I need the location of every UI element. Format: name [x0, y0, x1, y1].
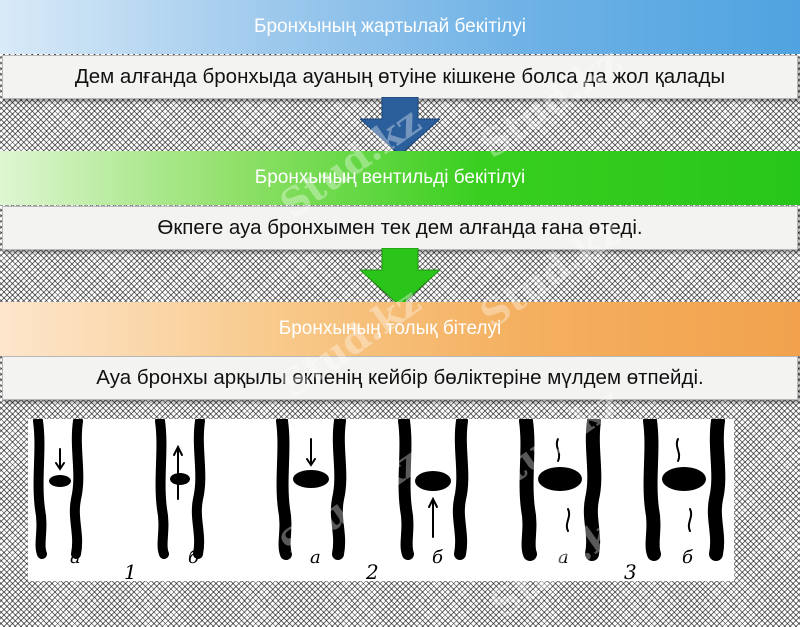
- panel-3a: [519, 419, 602, 561]
- panel-2a: [276, 419, 347, 560]
- section-2-description: Өкпеге ауа бронхымен тек дем алғанда ған…: [157, 216, 643, 239]
- panel-1a: [33, 419, 84, 559]
- panel-label: б: [432, 547, 444, 568]
- section-1-title: Бронхының жартылай бекітілуі: [253, 16, 526, 37]
- section-3-description-box: Ауа бронхы арқылы өкпенің кейбір бөлікте…: [2, 356, 798, 400]
- panel-3b: [643, 419, 726, 561]
- bronchus-obstruction-illustration: а б а б а б 1 2 3: [28, 419, 734, 581]
- panel-label: а: [310, 547, 321, 568]
- section-2-description-box: Өкпеге ауа бронхымен тек дем алғанда ған…: [2, 206, 798, 250]
- section-3-header: Бронхының толық бітелуі: [0, 302, 800, 356]
- section-2-title: Бронхының вентильді бекітілуі: [254, 167, 526, 188]
- panel-1b: [155, 419, 206, 559]
- panel-label: а: [558, 547, 569, 568]
- group-label: 3: [624, 560, 637, 581]
- panel-label: б: [188, 547, 200, 568]
- panel-2b: [398, 419, 469, 560]
- group-label: 1: [124, 560, 137, 581]
- section-1-description: Дем алғанда бронхыда ауаның өтуіне кішке…: [74, 65, 726, 88]
- down-arrow-icon: [360, 97, 440, 155]
- group-label: 2: [365, 560, 379, 581]
- section-3-title: Бронхының толық бітелуі: [278, 318, 502, 339]
- panel-label: б: [682, 547, 694, 568]
- section-2-header: Бронхының вентильді бекітілуі: [0, 151, 800, 205]
- section-3-description: Ауа бронхы арқылы өкпенің кейбір бөлікте…: [96, 366, 704, 389]
- panel-label: а: [70, 547, 81, 568]
- down-arrow-icon: [360, 248, 440, 306]
- section-1-description-box: Дем алғанда бронхыда ауаның өтуіне кішке…: [2, 55, 798, 99]
- section-1-header: Бронхының жартылай бекітілуі: [0, 0, 800, 54]
